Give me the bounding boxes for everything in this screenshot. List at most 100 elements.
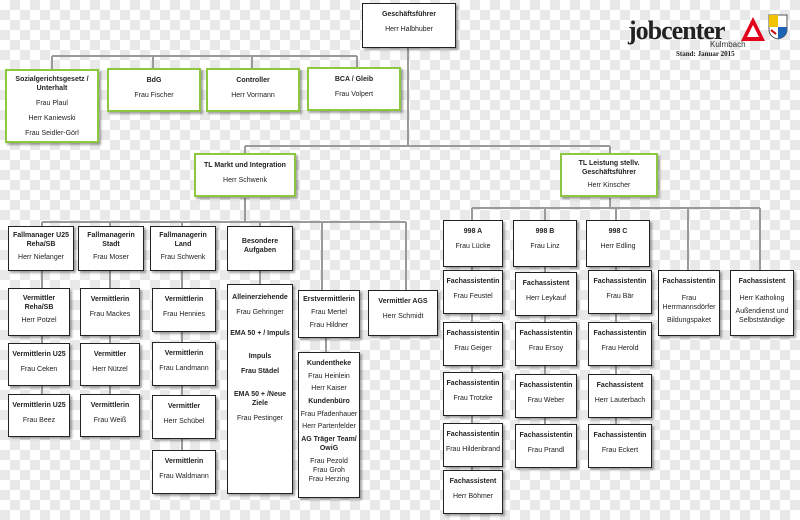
fachassistent-aussendienst-box: Fachassistent Herr Katholing Außendienst…: [730, 270, 794, 336]
kunden-line: Herr Kaiser: [311, 385, 347, 392]
box-title: Vermittler: [93, 351, 127, 358]
box-name: Außendienst und Selbstständige: [735, 308, 789, 324]
box-title: Fachassistentin: [593, 278, 647, 285]
staff-box-sozialgericht: Sozialgerichtsgesetz / Unterhalt Frau Pl…: [5, 69, 99, 143]
vermittler-box: Vermittler Herr Schübel: [152, 395, 216, 439]
besondere-line: Frau Pestinger: [237, 415, 283, 422]
kunden-line: Herr Partenfelder: [302, 423, 356, 430]
vermittler-box: Vermittlerin Frau Waldmann: [152, 450, 216, 494]
box-name: Herr Schwenk: [223, 177, 267, 184]
box-name: Frau Linz: [530, 243, 560, 250]
box-name: Frau Mertel: [311, 309, 347, 316]
box-title: Fachassistentin: [446, 380, 500, 387]
box-name: Herr Nützel: [92, 366, 128, 373]
team-998a-box: 998 A Frau Lücke: [443, 220, 503, 267]
box-title: Vermittlerin U25: [12, 351, 66, 358]
box-title: Vermittlerin: [164, 350, 204, 357]
box-name: Herr Kaniewski: [28, 115, 76, 122]
box-name: Frau Schwenk: [160, 254, 206, 261]
box-title: 998 A: [463, 228, 483, 235]
vermittler-box: Vermittlerin Frau Landmann: [152, 342, 216, 386]
box-name: Herr Vormann: [231, 92, 275, 99]
box-title: Vermittlerin U25: [12, 402, 66, 409]
staff-box-bdg: BdG Frau Fischer: [107, 68, 201, 112]
box-name: Frau Moser: [93, 254, 129, 261]
box-title: 998 C: [608, 228, 628, 235]
logo-a-icon: [741, 17, 765, 41]
box-name: Frau Geiger: [454, 345, 492, 352]
box-name: Herr Schübel: [163, 418, 205, 425]
box-title: Vermittlerin: [164, 296, 204, 303]
box-name: Frau Ceken: [20, 366, 58, 373]
date-label: Stand: Januar 2015: [676, 50, 735, 58]
box-title: Fachassistent: [596, 382, 644, 389]
box-title: TL Leistung stellv. Geschäftsführer: [578, 160, 640, 176]
box-title: Erstvermittlerin: [303, 296, 355, 303]
besondere-line: Alleinerziehende: [232, 294, 288, 301]
logo-wordmark: jobcenter: [628, 16, 725, 45]
box-name: Bildungspaket: [667, 317, 711, 324]
box-title: Fachassistentin: [519, 330, 573, 337]
fallmanagerin-stadt-box: Fallmanagerin Stadt Frau Moser: [78, 226, 144, 271]
box-name: Herr Edling: [600, 243, 636, 250]
kunden-line: AG Träger Team/ OwiG: [301, 436, 357, 452]
kunden-box: Kundentheke Frau Heinlein Herr Kaiser Ku…: [298, 352, 360, 498]
kunden-line: Frau Heinlein: [308, 373, 350, 380]
vermittler-box: Vermittlerin U25 Frau Beez: [8, 394, 70, 437]
box-title: Fachassistentin: [662, 278, 716, 285]
box-title: Fachassistentin: [519, 432, 573, 439]
fachassistent-box: Fachassistentin Frau Trotzke: [443, 372, 503, 416]
box-name: Frau Prandl: [527, 447, 565, 454]
fachassistent-box: Fachassistentin Frau Weber: [515, 374, 577, 418]
kunden-line: Kundenbüro: [308, 398, 350, 405]
box-name: Frau Lücke: [455, 243, 491, 250]
box-name: Herr Halbhuber: [385, 26, 433, 33]
box-title: Fachassistentin: [446, 330, 500, 337]
coat-of-arms-icon: [768, 14, 788, 40]
box-name: Frau Ersoy: [528, 345, 564, 352]
box-title: Vermittler: [167, 403, 201, 410]
box-title: Vermittlerin: [90, 402, 130, 409]
box-name: Frau Hildner: [309, 322, 349, 329]
box-name: Frau Eckert: [601, 447, 639, 454]
besondere-line: EMA 50 + /Neue Ziele: [233, 391, 287, 407]
fachassistent-box: Fachassistentin Frau Geiger: [443, 322, 503, 366]
fachassistentin-bildungspaket-box: Fachassistentin Frau Herrmannsdörfer Bil…: [658, 270, 720, 336]
vermittler-box: Vermittler Herr Nützel: [80, 343, 140, 386]
geschaeftsfuehrer-box: Geschäftsführer Herr Halbhuber: [362, 3, 456, 48]
staff-box-controller: Controller Herr Vormann: [206, 68, 300, 112]
fachassistent-box: Fachassistent Herr Lauterbach: [588, 374, 652, 418]
box-title: Fallmanager U25 Reha/SB: [12, 232, 70, 248]
box-title: Controller: [236, 77, 270, 84]
box-title: Fallmanagerin Land: [159, 232, 207, 248]
box-title: Fachassistent: [738, 278, 786, 285]
fachassistent-box: Fachassistentin Frau Hildenbrand: [443, 423, 503, 467]
box-name: Frau Waldmann: [159, 473, 209, 480]
box-name: Frau Landmann: [159, 365, 209, 372]
box-name: Frau Feustel: [453, 293, 493, 300]
box-name: Frau Fischer: [134, 92, 174, 99]
tl-leistung-box: TL Leistung stellv. Geschäftsführer Herr…: [560, 153, 658, 197]
staff-box-bca: BCA / Gleib Frau Volpert: [307, 67, 401, 111]
box-name: Frau Hennies: [162, 311, 206, 318]
kunden-line: Frau Herzing: [308, 476, 350, 483]
box-name: Frau Hildenbrand: [445, 446, 501, 453]
fachassistent-box: Fachassistentin Frau Ersoy: [515, 322, 577, 366]
vermittler-ags-box: Vermittler AGS Herr Schmidt: [368, 290, 438, 336]
vermittler-box: Vermittlerin Frau Weiß: [80, 394, 140, 437]
box-name: Frau Weiß: [93, 417, 127, 424]
box-title: BdG: [146, 77, 162, 84]
fachassistent-box: Fachassistentin Frau Feustel: [443, 270, 503, 314]
box-title: Fachassistentin: [593, 432, 647, 439]
fachassistent-box: Fachassistentin Frau Prandl: [515, 424, 577, 468]
box-name: Herr Leykauf: [525, 295, 567, 302]
box-name: Frau Weber: [527, 397, 565, 404]
fachassistent-box: Fachassistent Herr Leykauf: [515, 272, 577, 316]
box-title: Sozialgerichtsgesetz / Unterhalt: [15, 76, 89, 92]
box-title: Fallmanagerin Stadt: [87, 232, 135, 248]
box-name: Herr Schmidt: [382, 313, 424, 320]
box-name: Herr Katholing: [739, 295, 785, 302]
box-name: Herr Kinscher: [587, 182, 631, 189]
besondere-line: Impuls: [248, 353, 272, 360]
vermittler-box: Vermittler Reha/SB Herr Potzel: [8, 288, 70, 336]
